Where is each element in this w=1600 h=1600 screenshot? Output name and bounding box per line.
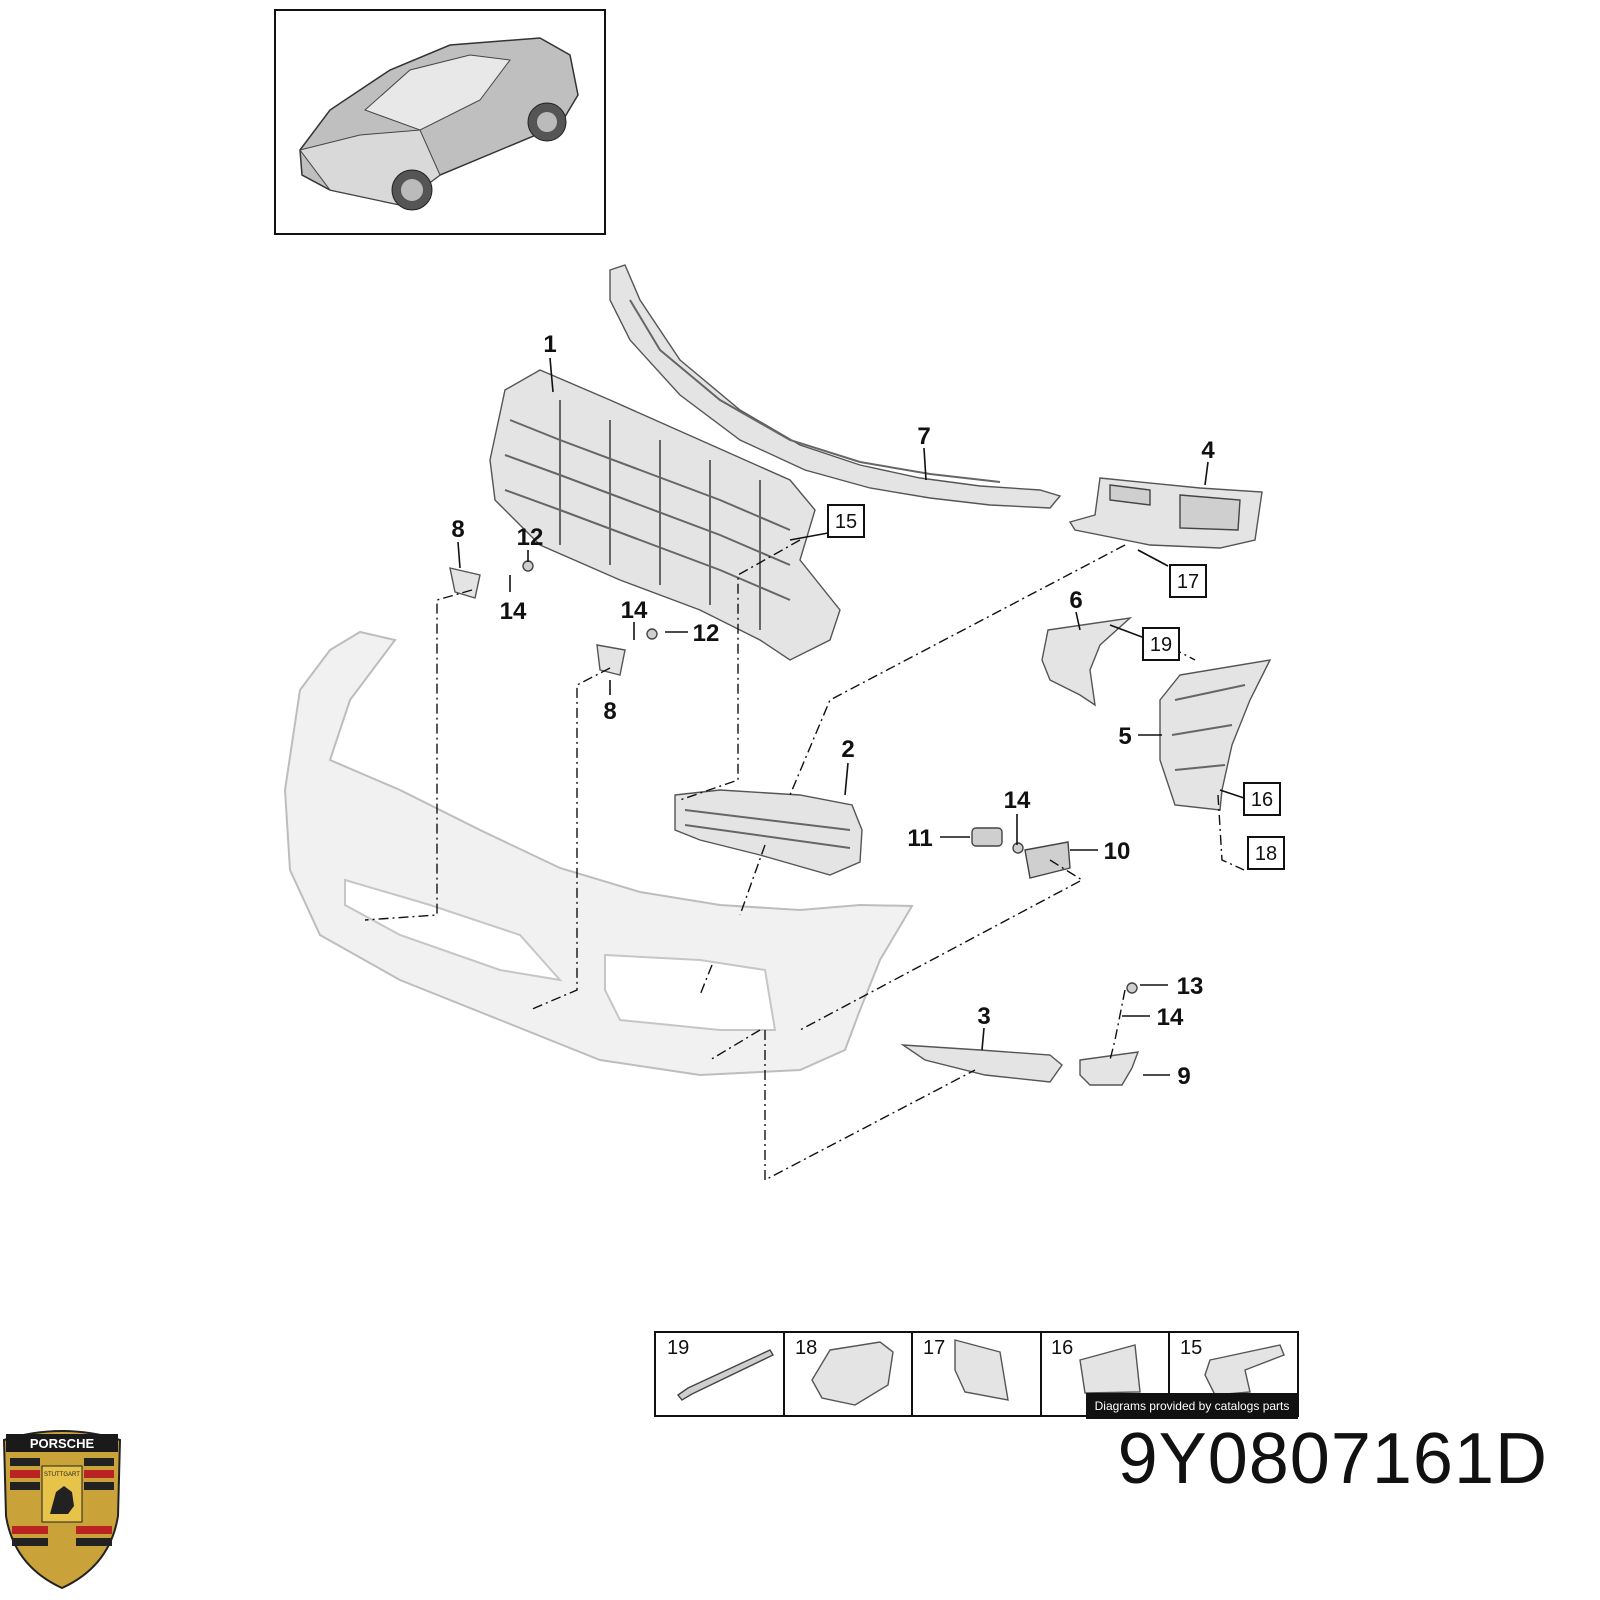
part-2-lower-grille (674, 789, 863, 876)
callout-1: 1 (543, 331, 556, 358)
part-7-impact-absorber (609, 264, 1062, 509)
callout-9: 9 (1177, 1063, 1190, 1090)
bumper-cover (283, 630, 914, 1077)
callout-6: 6 (1069, 587, 1082, 614)
part-4-bracket (1068, 477, 1263, 549)
part-3-trim-strip (900, 1044, 1063, 1083)
callout-14-a: 14 (500, 598, 527, 625)
logo-text: PORSCHE (30, 1436, 95, 1451)
callout-8-a: 8 (451, 516, 464, 543)
callout-3: 3 (977, 1003, 990, 1030)
assembly-lines (364, 539, 1245, 1182)
part-6-air-duct (1041, 616, 1133, 707)
part-number: 9Y0807161D (1117, 1419, 1548, 1499)
callout-5: 5 (1118, 723, 1131, 750)
callout-2: 2 (841, 736, 854, 763)
legend-label-15: 15 (1180, 1337, 1202, 1359)
part-11-sensor (971, 827, 1003, 847)
box-label-15: 15 (835, 511, 857, 533)
callout-12-b: 12 (693, 620, 720, 647)
box-label-19: 19 (1150, 634, 1172, 656)
part-10-sensor-holder (1024, 841, 1071, 879)
callout-numbers: 1 7 4 6 5 2 3 9 10 11 14 13 14 8 12 14 1… (451, 331, 1215, 1090)
diagram-credit: Diagrams provided by catalogs parts (1086, 1393, 1298, 1419)
box-label-16: 16 (1251, 789, 1273, 811)
porsche-crest-icon: PORSCHE STUTTGART (2, 1430, 122, 1590)
legend-label-17: 17 (923, 1337, 945, 1359)
box-label-17: 17 (1177, 571, 1199, 593)
callout-4: 4 (1201, 437, 1215, 464)
legend-label-16: 16 (1051, 1337, 1073, 1359)
screw-15-drawing (1204, 1344, 1285, 1396)
clip-parts (449, 560, 1138, 994)
callout-7: 7 (917, 423, 930, 450)
boxed-labels: 15 17 19 16 18 (827, 504, 1285, 870)
callout-13: 13 (1177, 973, 1204, 1000)
callout-14-b: 14 (621, 597, 648, 624)
rivet-drawing (676, 1349, 774, 1401)
clip-18-drawing (811, 1341, 894, 1406)
leader-lines (457, 357, 1245, 1076)
clip-16-drawing (1079, 1344, 1141, 1394)
box-label-18: 18 (1255, 843, 1277, 865)
callout-8-b: 8 (603, 698, 616, 725)
clip-17-drawing (954, 1339, 1009, 1401)
part-9-bracket (1079, 1051, 1140, 1086)
callout-10: 10 (1104, 838, 1131, 865)
logo-subtext: STUTTGART (44, 1472, 80, 1478)
fastener-legend: 19 18 17 16 15 (654, 1331, 1299, 1417)
callout-14-d: 14 (1157, 1004, 1184, 1031)
legend-label-18: 18 (795, 1337, 817, 1359)
callout-12-a: 12 (517, 524, 544, 551)
part-1-grille-carrier (489, 369, 841, 661)
callout-14-c: 14 (1004, 787, 1031, 814)
vehicle-thumbnail (274, 9, 606, 235)
callout-11: 11 (907, 825, 932, 852)
legend-label-19: 19 (667, 1337, 689, 1359)
part-5-side-bracket (1159, 659, 1272, 811)
